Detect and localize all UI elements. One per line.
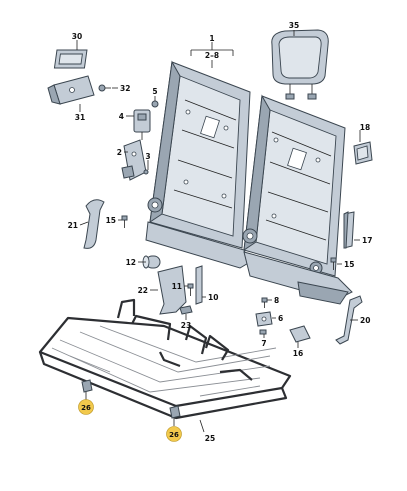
- callout-35: 35: [289, 21, 299, 30]
- callout-32: 32: [120, 84, 130, 93]
- belt-retractor-part: [133, 100, 159, 140]
- bolt-parts: [121, 215, 337, 270]
- headrest-part: [271, 29, 329, 100]
- right-backrest-frame: [242, 94, 346, 277]
- callout-1: 1: [209, 34, 214, 43]
- hinge-part: [289, 325, 311, 343]
- callout-4: 4: [119, 112, 124, 121]
- clip-parts: [81, 379, 181, 419]
- callout-20: 20: [360, 316, 370, 325]
- callout-22: 22: [138, 286, 148, 295]
- callout-25: 25: [205, 434, 215, 443]
- callout-15-right: 15: [344, 260, 354, 269]
- callout-3: 3: [145, 152, 150, 161]
- latch-part: [121, 139, 149, 181]
- right-fittings: [255, 297, 273, 335]
- left-backrest-frame: [147, 60, 251, 249]
- callout-17: 17: [362, 236, 372, 245]
- callout-26-right-badge: [166, 426, 182, 442]
- callout-7: 7: [261, 339, 266, 348]
- callout-21: 21: [68, 221, 78, 230]
- callout-23: 23: [181, 321, 191, 330]
- callout-26-left-badge: [78, 399, 94, 415]
- leader-lines: [76, 30, 361, 433]
- center-fittings: [179, 265, 203, 315]
- callout-group-1: [190, 42, 234, 68]
- callout-30: 30: [72, 32, 82, 41]
- seat-wire-frame: [38, 298, 292, 420]
- callout-2: 2: [117, 148, 122, 157]
- callout-8: 8: [274, 296, 279, 305]
- right-side-trim: [343, 211, 355, 249]
- seat-base-plate: [145, 221, 353, 305]
- callout-26-right: 26: [169, 431, 179, 439]
- callout-15-left: 15: [106, 216, 116, 225]
- callout-18: 18: [360, 123, 370, 132]
- callout-26-left: 26: [81, 404, 91, 412]
- callout-10: 10: [208, 293, 218, 302]
- callout-2-8: 2–8: [205, 51, 219, 60]
- highlighted-callouts: 26 26: [78, 399, 182, 442]
- center-trim: [157, 265, 187, 315]
- left-side-trim: [83, 199, 105, 249]
- right-lower-trim: [335, 295, 363, 345]
- callout-5: 5: [152, 87, 157, 96]
- upper-left-bracket: [47, 49, 111, 105]
- callout-31: 31: [75, 113, 85, 122]
- callout-12: 12: [126, 258, 136, 267]
- callout-16: 16: [293, 349, 303, 358]
- callout-labels: 1 2–8 35 30 32 31 5 4 2 3 18 21 15 17 15…: [68, 21, 373, 443]
- callout-6: 6: [278, 314, 283, 323]
- callout-11: 11: [172, 282, 182, 291]
- switch-part: [353, 141, 373, 165]
